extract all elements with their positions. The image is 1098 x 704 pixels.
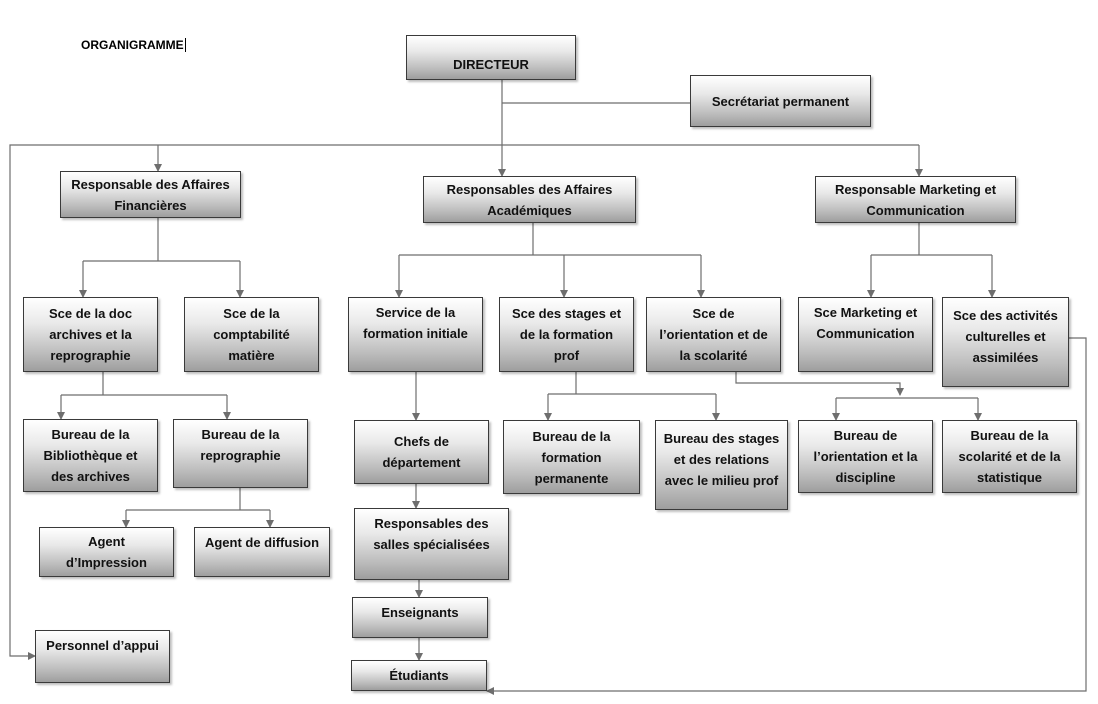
etudiants-box: Étudiants: [351, 660, 487, 691]
bureau-stages-box: Bureau des stages et des relations avec …: [655, 420, 788, 510]
enseignants-box: Enseignants: [352, 597, 488, 638]
service-formation-box: Service de la formation initiale: [348, 297, 483, 372]
bureau-formation-permanente-box: Bureau de la formation permanente: [503, 420, 640, 494]
page-title: ORGANIGRAMME: [81, 38, 186, 52]
directeur-box: DIRECTEUR: [406, 35, 576, 80]
sce-stages-box: Sce des stages et de la formation prof: [499, 297, 634, 372]
agent-diffusion-box: Agent de diffusion: [194, 527, 330, 577]
resp-salles-box: Responsables des salles spécialisées: [354, 508, 509, 580]
resp-mkt-box: Responsable Marketing et Communication: [815, 176, 1016, 223]
sce-doc-box: Sce de la doc archives et la reprographi…: [23, 297, 158, 372]
bureau-orientation-box: Bureau de l’orientation et la discipline: [798, 420, 933, 493]
sce-activites-box: Sce des activités culturelles et assimil…: [942, 297, 1069, 387]
resp-fin-box: Responsable des Affaires Financières: [60, 171, 241, 218]
resp-acad-box: Responsables des Affaires Académiques: [423, 176, 636, 223]
bureau-bibliotheque-box: Bureau de la Bibliothèque et des archive…: [23, 419, 158, 492]
agent-impression-box: Agent d’Impression: [39, 527, 174, 577]
bureau-scolarite-box: Bureau de la scolarité et de la statisti…: [942, 420, 1077, 493]
sce-orientation-box: Sce de l’orientation et de la scolarité: [646, 297, 781, 372]
bureau-reprographie-box: Bureau de la reprographie: [173, 419, 308, 488]
secretariat-box: Secrétariat permanent: [690, 75, 871, 127]
chefs-departement-box: Chefs de département: [354, 420, 489, 484]
personnel-appui-box: Personnel d’appui: [35, 630, 170, 683]
sce-compta-box: Sce de la comptabilité matière: [184, 297, 319, 372]
sce-marketing-box: Sce Marketing et Communication: [798, 297, 933, 372]
